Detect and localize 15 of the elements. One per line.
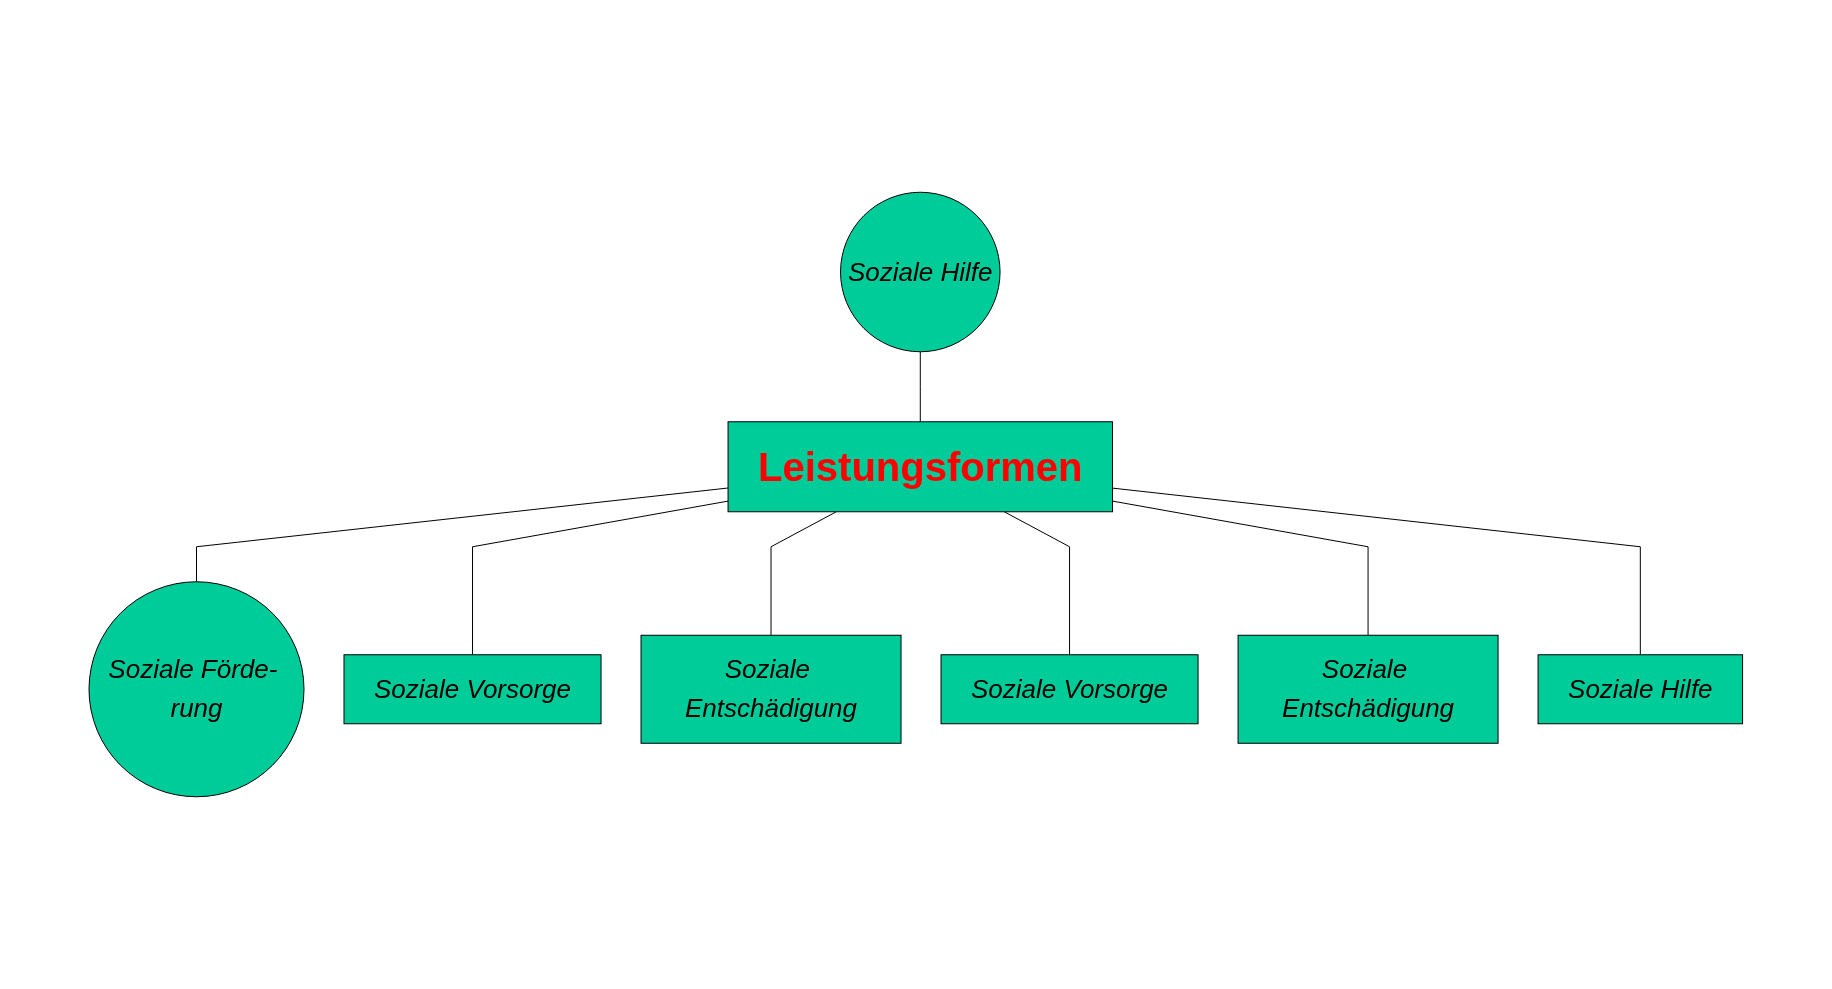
connector [1003,511,1071,656]
node-box: Soziale Vorsorge [343,654,602,725]
node-box: Soziale Hilfe [1537,654,1744,725]
connector [1112,487,1641,656]
connector [196,487,729,583]
node-box: Soziale Vorsorge [940,654,1199,725]
connector [472,500,729,656]
node-circle: Soziale Hilfe [840,191,1001,353]
connector [770,511,838,636]
node-box: Leistungsformen [727,421,1114,513]
node-box: Soziale Entschädigung [640,634,902,744]
node-box: Soziale Entschädigung [1237,634,1499,744]
node-circle: Soziale Förde- rung [88,581,305,798]
connector [1112,500,1369,636]
connector [920,351,921,423]
